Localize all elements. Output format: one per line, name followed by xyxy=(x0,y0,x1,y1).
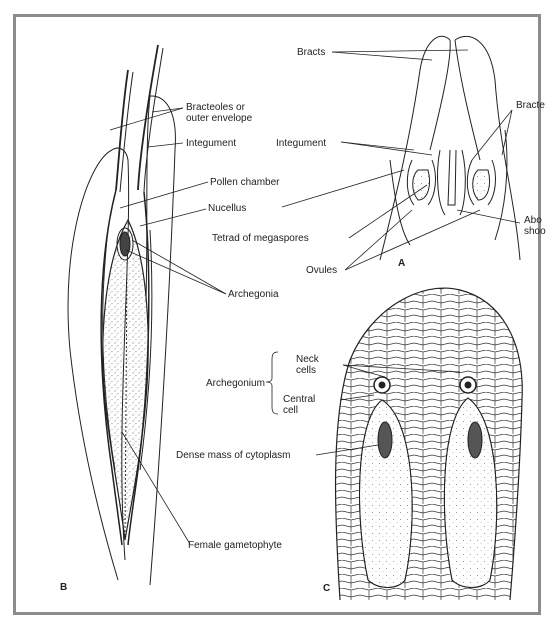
ovule-right xyxy=(473,170,490,200)
bract-right xyxy=(455,36,520,260)
ovule-left xyxy=(413,170,430,200)
panel-c-drawing xyxy=(336,288,523,600)
label-bracteoles-1: Bracteoles or xyxy=(186,102,246,113)
label-bracts: Bracts xyxy=(297,47,325,58)
label-tetrad: Tetrad of megaspores xyxy=(212,233,309,244)
label-bracteoles-2: outer envelope xyxy=(186,113,253,124)
label-archegonium: Archegonium xyxy=(206,378,265,389)
bract-left xyxy=(380,36,450,260)
label-central-2: cell xyxy=(283,405,298,416)
bracteole-right xyxy=(150,96,175,585)
label-abo-cut: Abo xyxy=(524,215,542,226)
central-nucleus-left xyxy=(378,422,392,458)
label-central-1: Central xyxy=(283,394,315,405)
panel-letter-b: B xyxy=(60,582,67,593)
central-nucleus-right xyxy=(468,422,482,458)
label-dense-mass: Dense mass of cytoplasm xyxy=(176,450,291,461)
label-pollen-chamber: Pollen chamber xyxy=(210,177,280,188)
label-integument-a: Integument xyxy=(276,138,326,149)
label-female-gametophyte: Female gametophyte xyxy=(188,540,282,551)
label-bracte-cut: Bracte xyxy=(516,100,545,111)
label-integument-b: Integument xyxy=(186,138,236,149)
aborted-shoot xyxy=(448,150,456,205)
label-archegonia: Archegonia xyxy=(228,289,279,300)
label-neck-1: Neck xyxy=(296,354,320,365)
label-nucellus: Nucellus xyxy=(208,203,246,214)
label-neck-2: cells xyxy=(296,365,316,376)
label-shoo-cut: shoo xyxy=(524,226,546,237)
archegonium-b xyxy=(120,232,130,256)
label-ovules: Ovules xyxy=(306,265,337,276)
panel-a-drawing xyxy=(380,36,520,260)
panel-letter-c: C xyxy=(323,583,330,594)
panel-letter-a: A xyxy=(398,258,405,269)
female-gametophyte-body xyxy=(103,220,148,540)
panel-b-drawing xyxy=(68,45,175,585)
